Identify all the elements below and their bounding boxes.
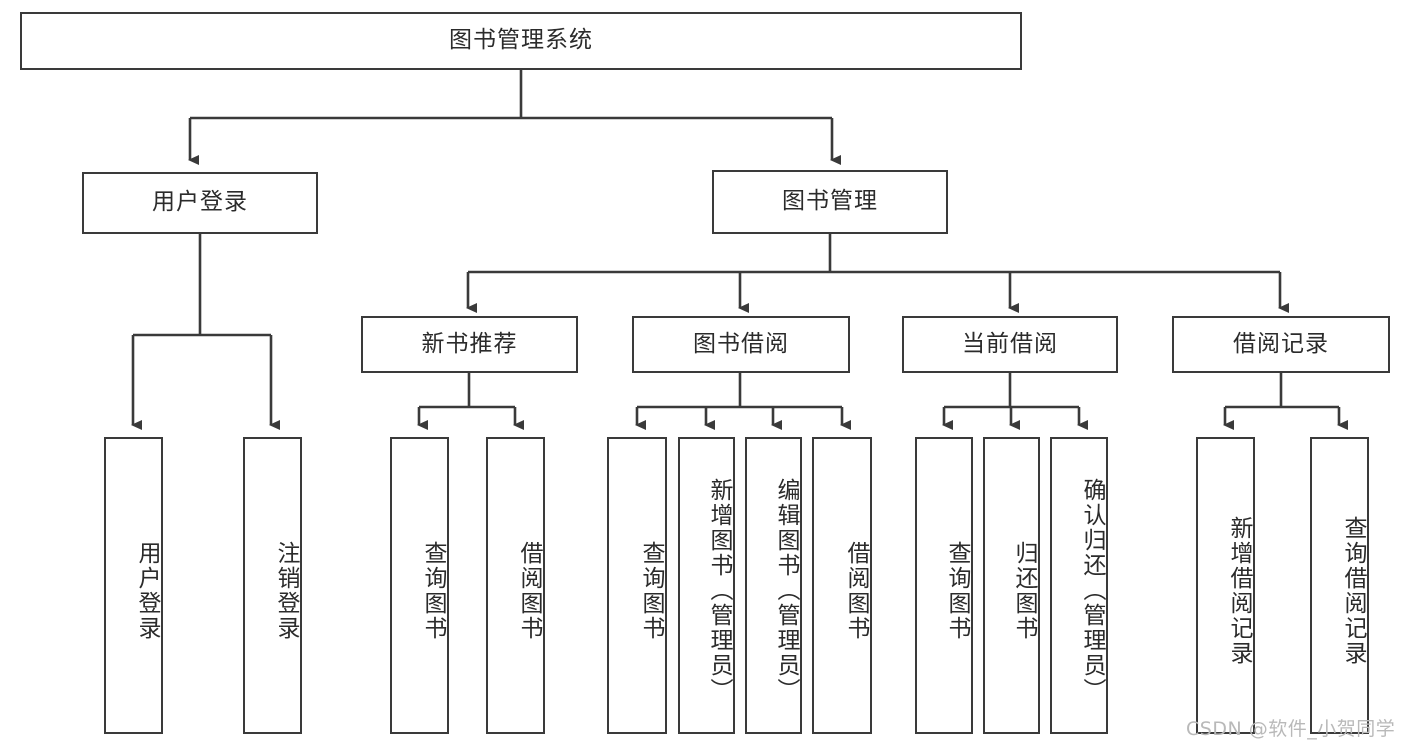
leaf-label: 确认归还（管理员） — [1079, 478, 1105, 703]
leaf-label: 查询图书 — [944, 540, 970, 641]
leaf-record-add-record[interactable]: 新增借阅记录 — [1196, 437, 1255, 734]
leaf-label: 查询借阅记录 — [1340, 515, 1366, 666]
leaf-label: 编辑图书（管理员） — [773, 478, 799, 703]
leaf-recommend-borrow-book[interactable]: 借阅图书 — [486, 437, 545, 734]
leaf-label: 查询图书 — [638, 540, 664, 641]
leaf-label: 借阅图书 — [516, 540, 542, 641]
leaf-current-confirm-return-admin[interactable]: 确认归还（管理员） — [1050, 437, 1108, 734]
leaf-user-login-login[interactable]: 用户登录 — [104, 437, 163, 734]
leaf-borrow-edit-book-admin[interactable]: 编辑图书（管理员） — [745, 437, 802, 734]
leaf-recommend-query-book[interactable]: 查询图书 — [390, 437, 449, 734]
leaf-label: 借阅图书 — [843, 540, 869, 641]
watermark-text: CSDN @软件_小贺同学 — [1186, 718, 1396, 740]
node-book-borrow[interactable]: 图书借阅 — [632, 316, 850, 373]
node-borrow-record[interactable]: 借阅记录 — [1172, 316, 1390, 373]
node-book-management[interactable]: 图书管理 — [712, 170, 948, 234]
leaf-borrow-query-book[interactable]: 查询图书 — [607, 437, 667, 734]
leaf-label: 查询图书 — [420, 540, 446, 641]
leaf-label: 新增借阅记录 — [1226, 515, 1252, 666]
leaf-label: 用户登录 — [134, 540, 160, 641]
leaf-label: 注销登录 — [273, 540, 299, 641]
leaf-current-query-book[interactable]: 查询图书 — [915, 437, 973, 734]
leaf-record-query-record[interactable]: 查询借阅记录 — [1310, 437, 1369, 734]
leaf-borrow-add-book-admin[interactable]: 新增图书（管理员） — [678, 437, 735, 734]
leaf-label: 归还图书 — [1011, 540, 1037, 641]
leaf-current-return-book[interactable]: 归还图书 — [983, 437, 1040, 734]
leaf-user-login-logout[interactable]: 注销登录 — [243, 437, 302, 734]
node-current-borrow[interactable]: 当前借阅 — [902, 316, 1118, 373]
leaf-borrow-borrow-book[interactable]: 借阅图书 — [812, 437, 872, 734]
node-user-login[interactable]: 用户登录 — [82, 172, 318, 234]
node-new-book-recommend[interactable]: 新书推荐 — [361, 316, 578, 373]
leaf-label: 新增图书（管理员） — [706, 478, 732, 703]
node-root-system[interactable]: 图书管理系统 — [20, 12, 1022, 70]
